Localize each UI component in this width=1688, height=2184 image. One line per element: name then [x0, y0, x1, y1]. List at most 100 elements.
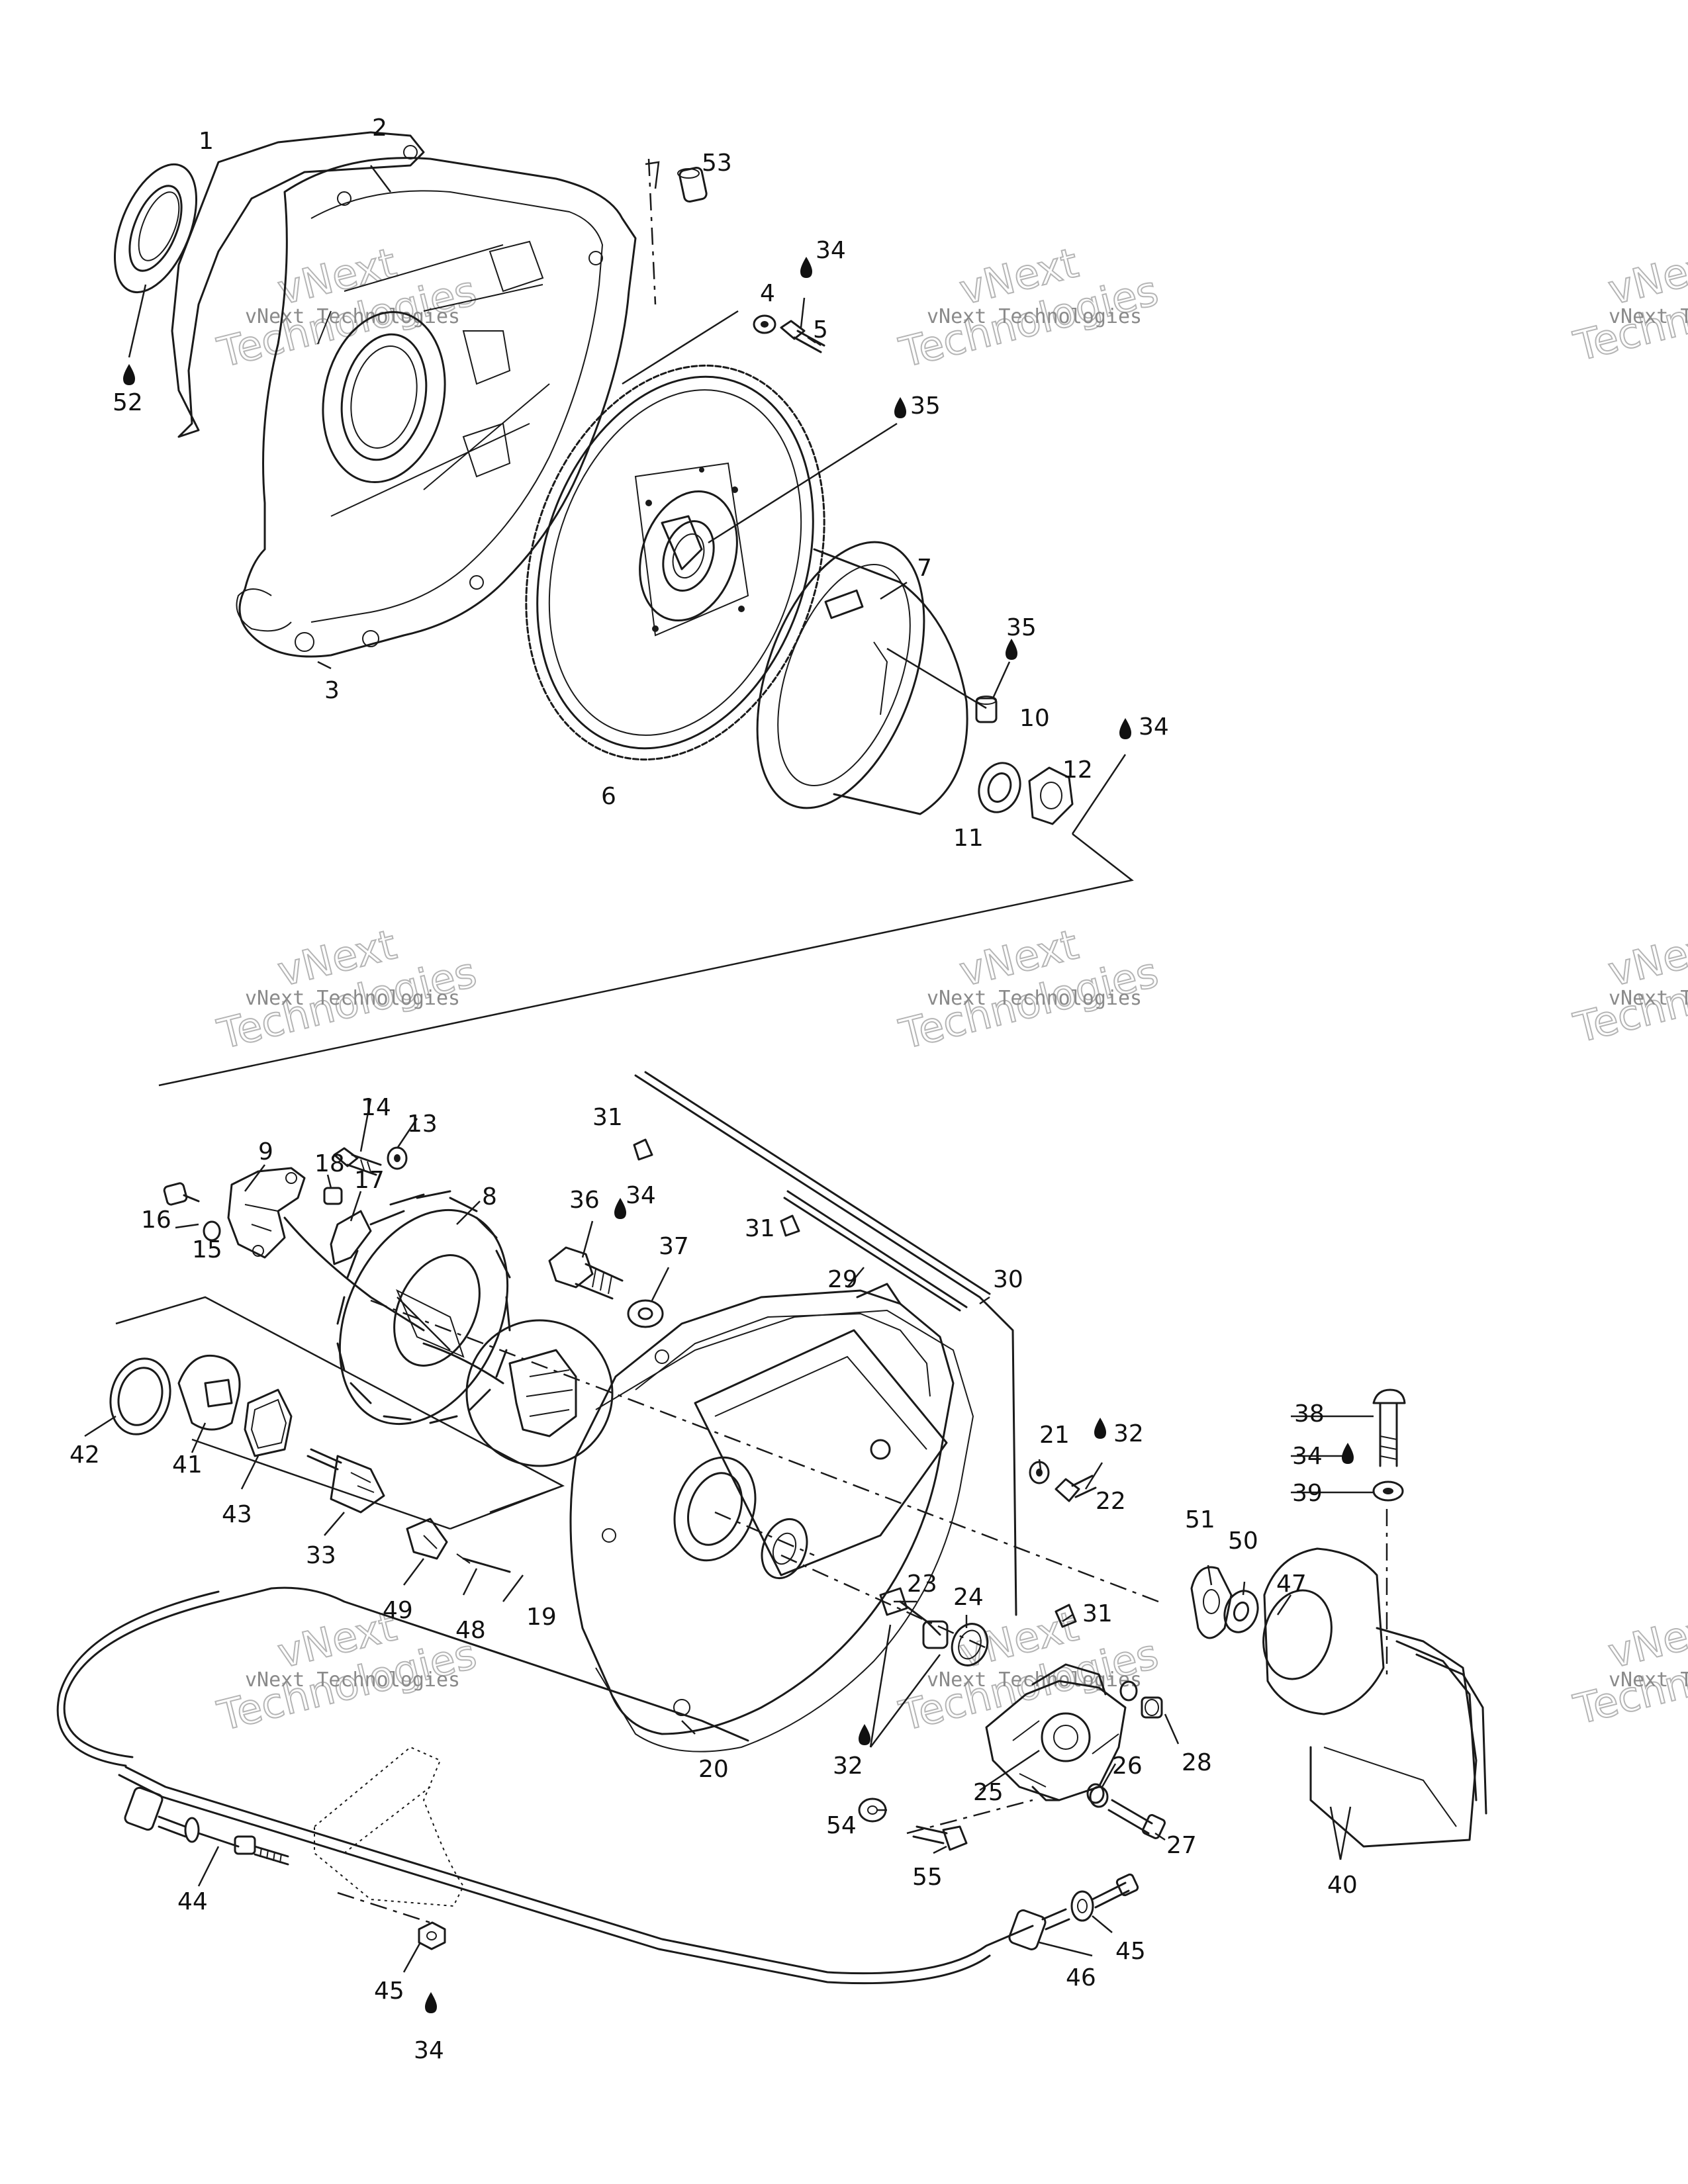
callout-51: 51	[1185, 1506, 1215, 1533]
drop-icon	[1006, 639, 1017, 660]
leader-line	[1062, 1614, 1073, 1623]
callout-45: 45	[374, 1978, 404, 2005]
callout-48: 48	[455, 1617, 486, 1644]
centerline	[337, 1891, 431, 1924]
callout-55: 55	[912, 1864, 943, 1891]
callout-21: 21	[1039, 1422, 1070, 1449]
part-25-oil-pump	[985, 1663, 1127, 1801]
part-11-lock-washer	[978, 762, 1021, 813]
callout-34: 34	[414, 2037, 444, 2064]
leader-line	[324, 1512, 345, 1536]
leader-line	[645, 161, 660, 189]
leader-line	[244, 1164, 265, 1192]
part-45-nut	[418, 1921, 446, 1950]
drop-icon	[1342, 1443, 1354, 1464]
leader-line	[1071, 754, 1127, 835]
part-6-ring-gear	[525, 364, 825, 761]
leader-line	[240, 1455, 259, 1490]
part-28-screw	[1119, 1680, 1163, 1719]
part-20-magneto-cover	[569, 1283, 955, 1735]
callout-25: 25	[973, 1779, 1004, 1806]
part-31-clip	[1055, 1604, 1077, 1628]
part-37-washer	[627, 1299, 664, 1328]
part-44-cable	[56, 1586, 1034, 1985]
callout-34: 34	[626, 1182, 656, 1209]
callout-34: 34	[1292, 1443, 1323, 1470]
part-3-flywheel-housing	[236, 145, 657, 658]
callout-45: 45	[1115, 1938, 1146, 1965]
watermark-text: vNext Technologies	[245, 305, 460, 328]
leader-line	[1242, 1581, 1246, 1596]
callout-11: 11	[953, 825, 984, 852]
part-16-screw	[163, 1182, 200, 1206]
callout-labels: 1 2 3 4 5 6 7 8 9 10 11 12 13 14 15 16 1…	[70, 114, 1358, 2064]
leader-line	[502, 1574, 524, 1602]
callout-52: 52	[113, 389, 143, 416]
leader-line	[456, 1201, 481, 1225]
guard-outline	[314, 1746, 465, 1907]
callout-8: 8	[482, 1183, 497, 1210]
leader-line	[350, 1191, 362, 1222]
part-18-screw	[323, 1187, 343, 1205]
leader-line	[992, 661, 1011, 699]
drop-icon	[1119, 718, 1131, 739]
callout-39: 39	[1292, 1480, 1323, 1507]
callout-4: 4	[760, 280, 775, 307]
callout-22: 22	[1096, 1488, 1126, 1515]
callout-12: 12	[1062, 756, 1093, 784]
part-14-bolt	[333, 1147, 382, 1176]
callout-24: 24	[953, 1584, 984, 1611]
callout-31: 31	[1082, 1600, 1113, 1627]
part-30-oil-line	[634, 1074, 1017, 1616]
callout-23: 23	[907, 1570, 937, 1598]
callout-41: 41	[172, 1451, 203, 1479]
part-47-starter-cover	[1262, 1547, 1385, 1715]
callout-10: 10	[1019, 705, 1050, 732]
leader-line	[326, 1174, 332, 1189]
part-9-trigger-coil	[227, 1167, 425, 1332]
callout-43: 43	[222, 1501, 252, 1528]
leader-line	[1207, 1565, 1213, 1586]
leader-line	[1154, 1832, 1166, 1841]
leader-line	[708, 422, 898, 544]
callout-6: 6	[601, 783, 616, 810]
callout-26: 26	[1112, 1752, 1143, 1780]
leader-line	[933, 1845, 947, 1854]
leader-line	[462, 1568, 478, 1596]
part-41-cable-holder	[177, 1354, 241, 1431]
part-31-clip	[633, 1138, 653, 1161]
callout-16: 16	[141, 1206, 171, 1234]
leader-line	[622, 310, 739, 385]
part-42-grommet	[109, 1357, 171, 1435]
leader-line	[1329, 1806, 1352, 1860]
callout-18: 18	[314, 1150, 345, 1177]
callout-19: 19	[526, 1604, 557, 1631]
part-53-dowel-pin	[677, 166, 708, 203]
callout-33: 33	[306, 1542, 336, 1569]
leader-line	[191, 1438, 451, 1530]
part-24-o-ring	[951, 1623, 989, 1666]
watermark-text: vNext Technologies	[245, 1668, 460, 1692]
watermark-text: vNext Technologies	[245, 987, 460, 1010]
part-23-pump-shaft	[879, 1587, 949, 1649]
leader-line	[886, 647, 987, 709]
part-13-washer	[387, 1146, 408, 1170]
centerline	[906, 1799, 1033, 1835]
callout-53: 53	[702, 150, 732, 177]
callout-15: 15	[192, 1236, 222, 1263]
watermark-group: vNext Technologies vNext Technologies vN…	[212, 238, 1688, 1741]
watermark-text: vNext Technologies	[927, 1668, 1142, 1692]
leader-line	[1092, 1915, 1113, 1933]
callout-13: 13	[407, 1111, 438, 1138]
part-8-stator	[336, 1190, 511, 1426]
part-22-bolt	[1055, 1475, 1097, 1502]
part-17-wire-clip	[330, 1210, 372, 1265]
leader-line	[359, 1098, 372, 1152]
leader-line	[402, 1942, 422, 1973]
callout-7: 7	[917, 555, 932, 582]
leader-line	[1039, 1941, 1093, 1957]
leader-line	[1084, 1462, 1103, 1490]
callout-9: 9	[258, 1138, 273, 1165]
drop-icon	[1094, 1418, 1106, 1439]
